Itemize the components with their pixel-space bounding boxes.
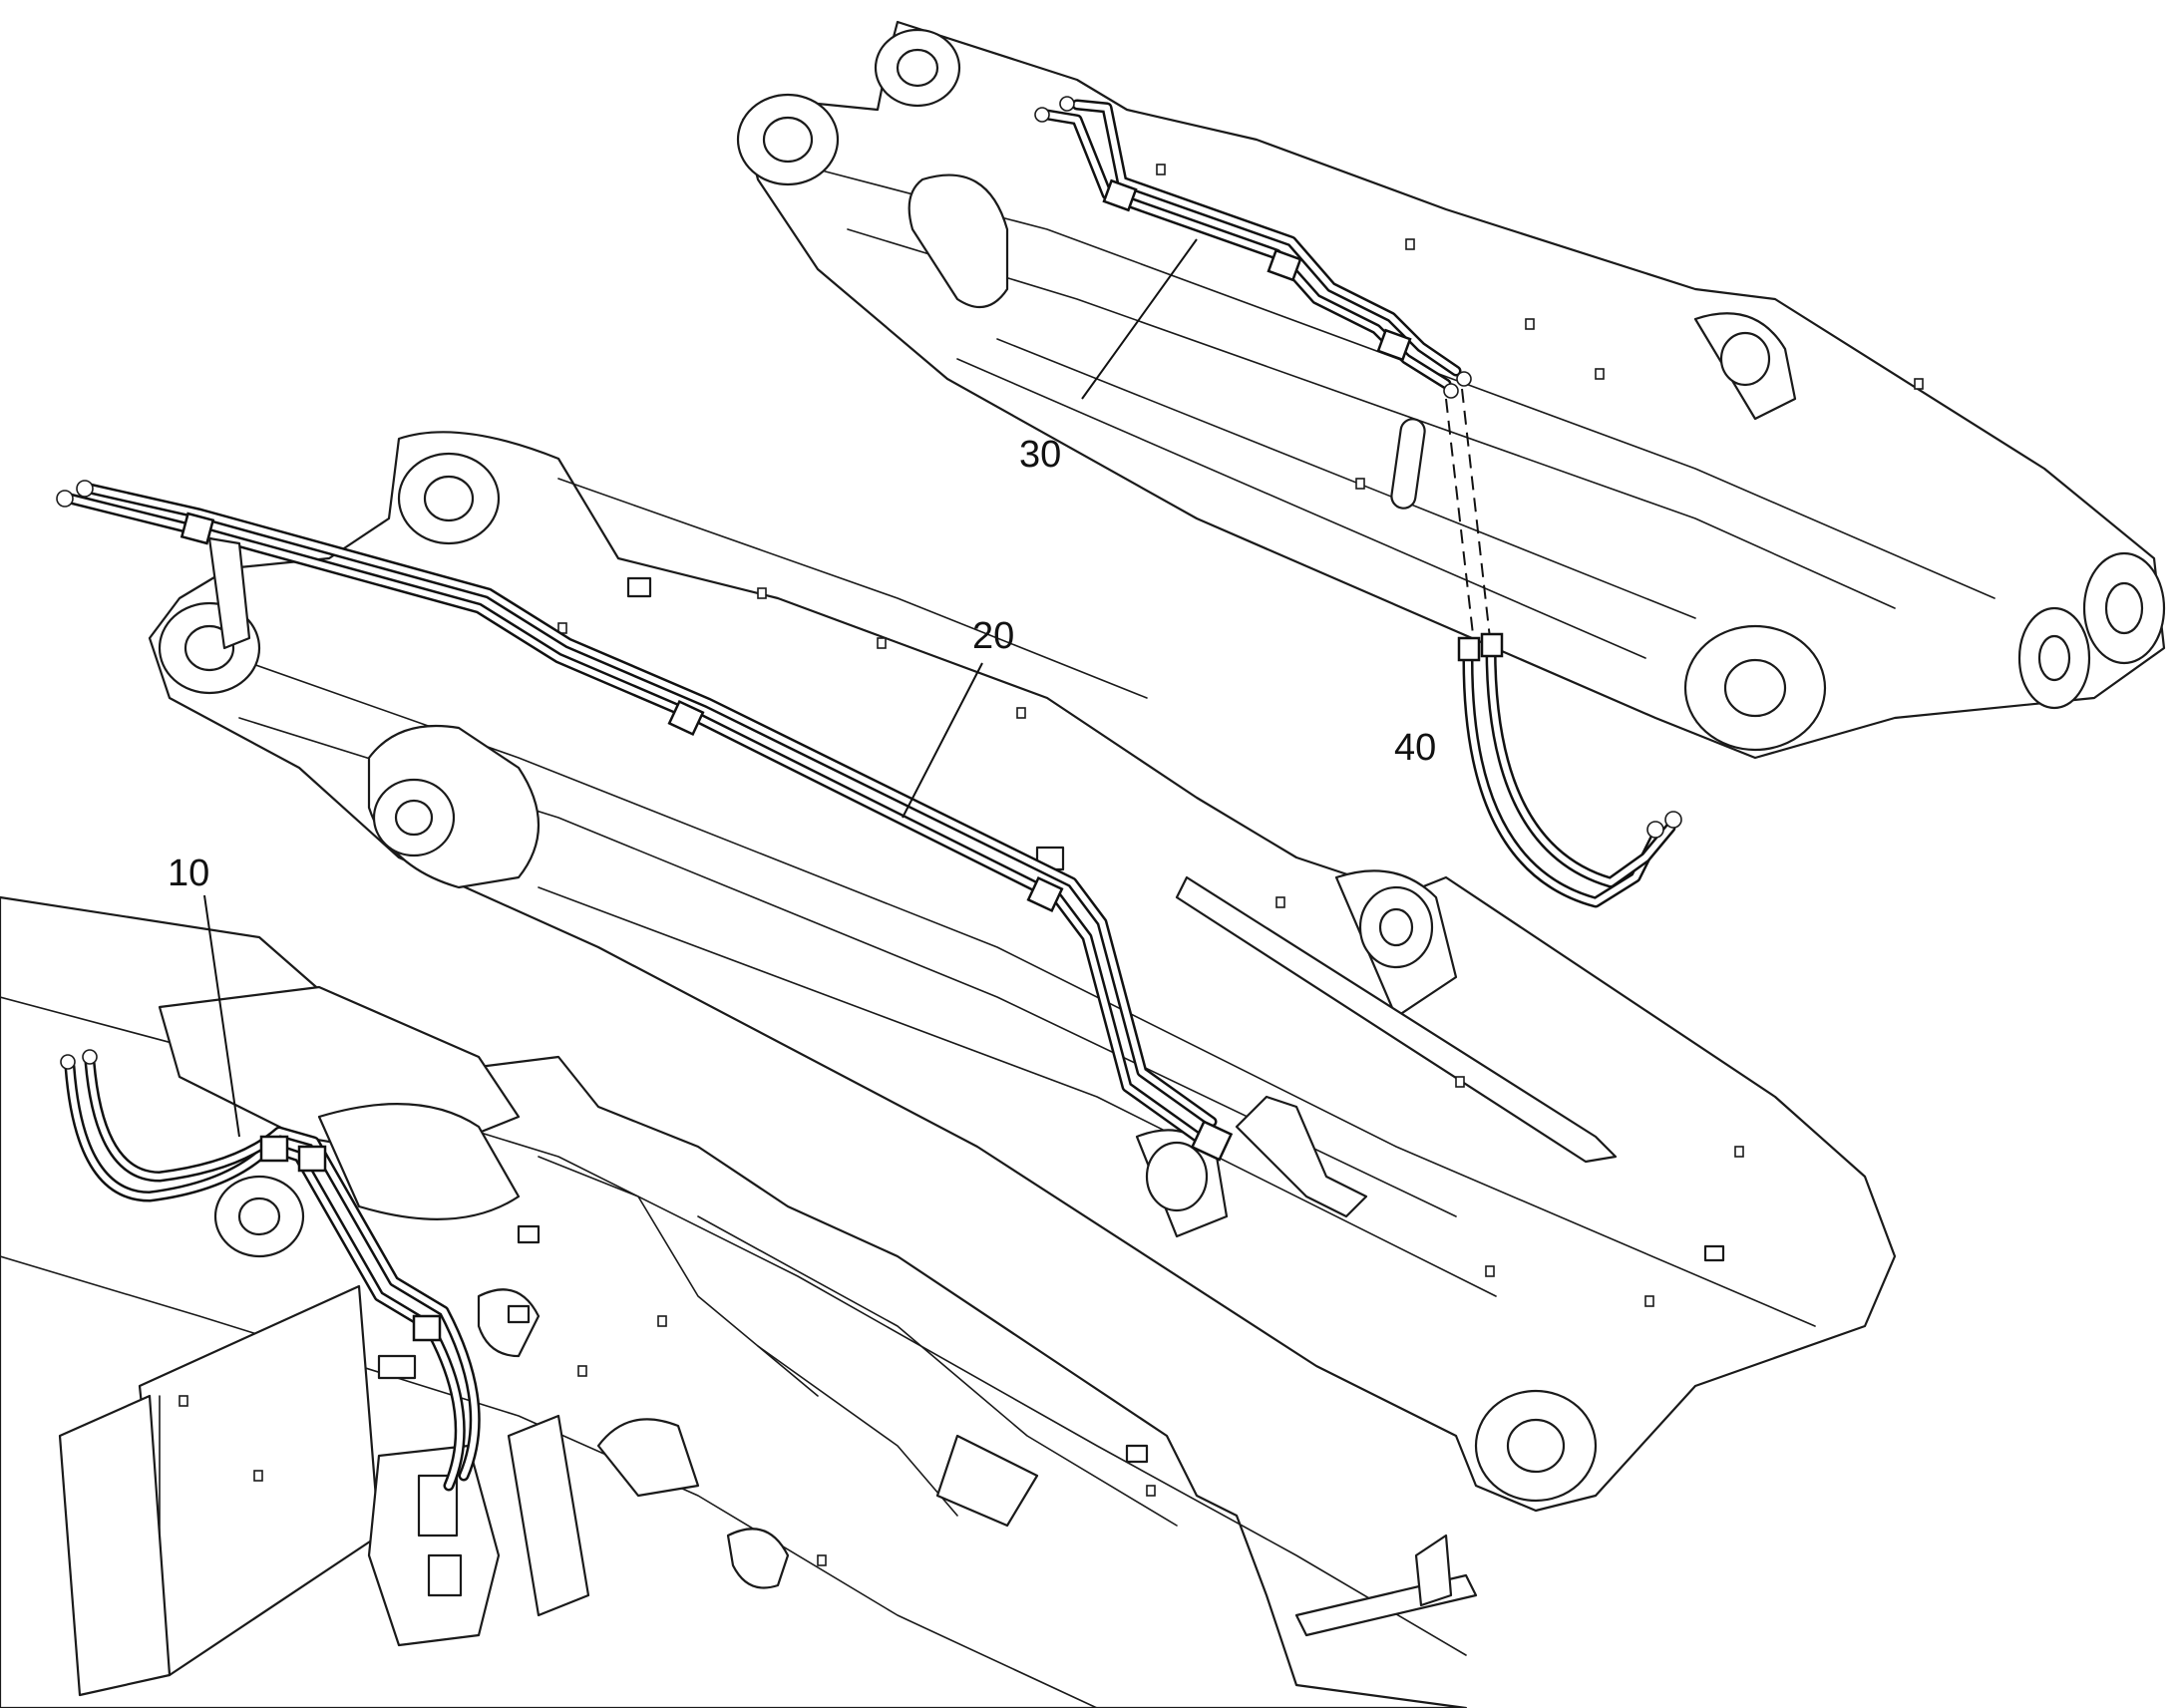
upper-frame (0, 895, 1478, 1708)
callout-20: 20 (902, 615, 1014, 819)
callout-10: 10 (168, 853, 240, 1138)
callout-20-label: 20 (972, 615, 1014, 657)
callout-40-label: 40 (1394, 727, 1436, 769)
callout-10-label: 10 (168, 853, 209, 894)
callout-30: 30 (1019, 238, 1198, 476)
hose-assembly-10 (60, 1049, 481, 1492)
main-boom (148, 431, 1897, 1513)
tube-assembly-30 (1034, 96, 1472, 399)
callout-40: 40 (1394, 727, 1436, 769)
callout-30-label: 30 (1019, 434, 1061, 476)
hose-assembly-40 (1445, 388, 1682, 908)
tube-assembly-20 (56, 480, 1368, 1218)
